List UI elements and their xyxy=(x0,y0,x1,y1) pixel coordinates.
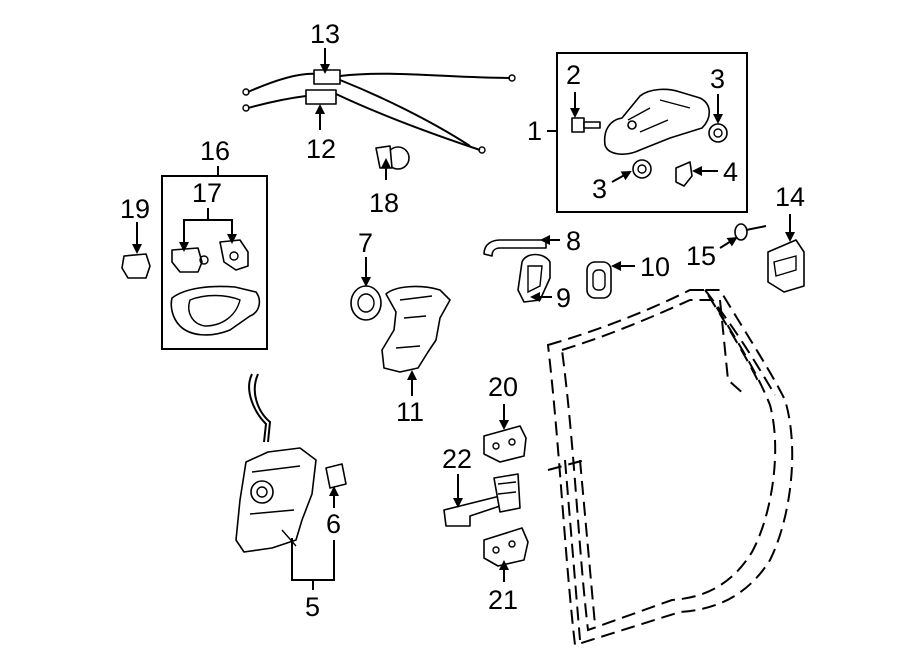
clip-part-19 xyxy=(121,253,151,279)
callout-12: 12 xyxy=(306,134,336,164)
callout-19: 19 xyxy=(120,194,150,224)
group-box-16 xyxy=(161,175,268,350)
outside-handle-group xyxy=(547,52,748,213)
inside-handle-group xyxy=(161,166,268,350)
clip-part-18 xyxy=(375,145,410,170)
callout-18: 18 xyxy=(369,188,399,218)
outside-handle-base xyxy=(603,88,711,155)
cable-clip-13 xyxy=(313,69,341,85)
clip-part-17-left xyxy=(171,247,203,273)
callout-10: 10 xyxy=(640,252,670,282)
callout-5: 5 xyxy=(305,592,320,622)
door-latch-part-5 xyxy=(235,373,317,553)
callout-11: 11 xyxy=(396,397,424,427)
rear-door-outline xyxy=(546,289,794,647)
callout-20: 20 xyxy=(488,372,518,402)
hinge-part-20 xyxy=(483,425,527,463)
lock-cables xyxy=(242,69,516,154)
callout-17: 17 xyxy=(192,178,222,208)
clip-part-17-right xyxy=(219,239,249,271)
group-box-1 xyxy=(556,52,748,213)
striker-part-14 xyxy=(767,239,805,293)
callout-4: 4 xyxy=(723,157,738,187)
grommet-part-3-top xyxy=(708,123,728,143)
leader-lines xyxy=(132,48,795,582)
callout-14: 14 xyxy=(775,182,805,212)
clip-part-6 xyxy=(325,463,347,489)
door-check-part-22 xyxy=(443,473,521,527)
callout-labels: 13 12 1 2 3 3 4 16 17 19 18 7 8 9 10 11 … xyxy=(120,19,805,622)
clip-part-4 xyxy=(675,161,693,187)
hinge-part-21 xyxy=(483,527,529,567)
callout-9: 9 xyxy=(556,283,571,313)
callout-6: 6 xyxy=(326,509,341,539)
callout-8: 8 xyxy=(566,226,581,256)
rod-part-8 xyxy=(483,239,547,257)
seal-part-9 xyxy=(517,253,551,303)
callout-21: 21 xyxy=(488,585,518,615)
cover-part-11 xyxy=(381,285,451,373)
callout-16: 16 xyxy=(200,136,230,166)
cable-clip-12 xyxy=(305,89,337,105)
screw-part-15 xyxy=(734,223,767,241)
bolt-part-2 xyxy=(571,117,601,133)
callout-2: 2 xyxy=(566,60,581,90)
bezel-part-10 xyxy=(586,261,612,299)
seal-part-7 xyxy=(350,285,382,321)
callout-13: 13 xyxy=(310,19,340,49)
inside-handle-bezel xyxy=(170,285,261,336)
callout-3-top: 3 xyxy=(710,64,725,94)
grommet-part-3-bottom xyxy=(632,159,652,179)
callout-22: 22 xyxy=(442,444,472,474)
callout-3-bottom: 3 xyxy=(592,174,607,204)
callout-7: 7 xyxy=(358,228,373,258)
callout-1: 1 xyxy=(527,116,542,146)
callout-15: 15 xyxy=(686,241,716,271)
